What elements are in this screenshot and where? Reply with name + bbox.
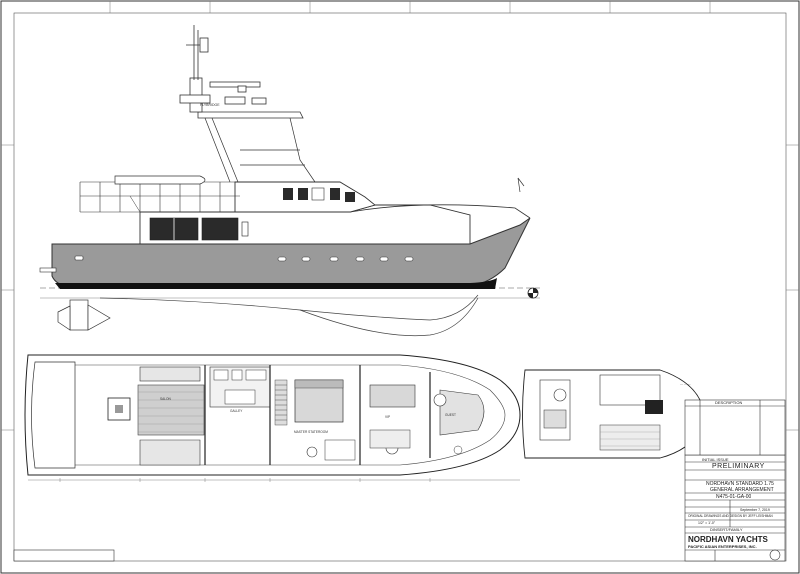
flybridge-plan: — — —	[522, 369, 704, 459]
cg-symbol	[527, 287, 539, 299]
master-label: MASTER STATEROOM	[294, 430, 328, 434]
rudder-prop	[57, 299, 111, 331]
drawing-date: September 7, 2019	[740, 508, 770, 512]
sheet-title: GENERAL ARRANGEMENT	[710, 487, 774, 493]
inner-border	[13, 12, 787, 562]
vip-berth	[369, 384, 416, 408]
tender	[114, 175, 206, 185]
border-ticks	[1, 1, 799, 431]
salon-sole	[137, 384, 205, 436]
plan-view: SALON GALLEY MASTER STATEROOM VIP GUEST	[24, 354, 521, 482]
forward-stateroom-berth	[439, 389, 485, 436]
aft-cockpit	[31, 361, 76, 469]
drawing-number: N475-01-GA-00	[716, 494, 752, 500]
flybridge-label: FLYBRIDGE	[200, 103, 220, 107]
galley-label: GALLEY	[230, 409, 243, 413]
flybridge-hardtop	[197, 111, 304, 119]
svg-text:— — —: — — —	[680, 382, 691, 386]
companionway-stairs	[274, 379, 288, 426]
client-name: DINSERT/FAMILY	[710, 527, 743, 532]
bootstripe	[55, 278, 497, 289]
mast	[186, 25, 209, 80]
pilothouse-windows	[283, 187, 355, 202]
flybridge-supports	[204, 117, 316, 183]
title-block	[13, 399, 786, 562]
boat-deck-rails	[79, 181, 240, 213]
company-subtitle: PACIFIC ASIAN ENTERPRISES, INC.	[688, 544, 757, 549]
hull-portholes	[74, 255, 414, 262]
helm-console	[645, 400, 663, 414]
initial-issue: INITIAL ISSUE	[702, 457, 729, 462]
master-head-toilet	[306, 446, 318, 458]
guest-label: GUEST	[445, 413, 456, 417]
vip-label: VIP	[385, 415, 390, 419]
salon-label: SALON	[160, 397, 172, 401]
swim-platform	[39, 267, 57, 273]
original-drawing-note: ORIGINAL DRAWINGS AND DESIGN BY JEFF LEI…	[688, 514, 773, 518]
status-label: PRELIMINARY	[712, 463, 765, 470]
profile-view: FLYBRIDGE	[39, 25, 540, 337]
model-name: NORDHAVN STANDARD 1.75	[706, 481, 774, 487]
keel-profile	[99, 294, 479, 321]
radar-arch	[179, 77, 267, 113]
salon-settee	[139, 439, 201, 466]
company-name: NORDHAVN YACHTS	[688, 535, 768, 544]
drawing-scale: 1/2" = 1'-0"	[698, 521, 716, 525]
revision-header: DESCRIPTION	[715, 400, 743, 405]
